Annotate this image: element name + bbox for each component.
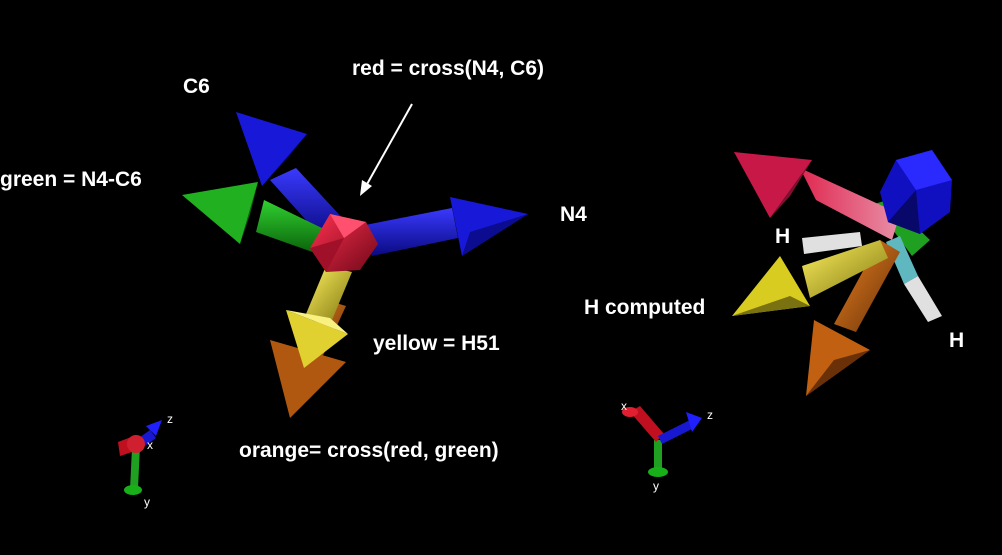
- h-bond-white: [802, 232, 862, 254]
- orange-definition-label: orange= cross(red, green): [239, 439, 499, 462]
- green-definition-label: green = N4-C6: [0, 168, 142, 191]
- right-axes-triad: [622, 406, 702, 477]
- h-bond-cyan: [886, 236, 942, 322]
- orange-vector-arrow-right: [806, 240, 900, 396]
- left-axis-y-label: y: [144, 495, 150, 509]
- right-axis-z-label: z: [707, 408, 713, 422]
- green-vector-arrow: [182, 182, 326, 254]
- yellow-vector-arrow-right: [732, 240, 888, 316]
- left-axes-triad: [118, 420, 162, 495]
- red-definition-label: red = cross(N4, C6): [352, 57, 544, 80]
- pointer-arrow: [360, 103, 413, 196]
- c6-label: C6: [183, 75, 210, 98]
- right-vector-group: [732, 150, 952, 396]
- yellow-vector-arrow: [286, 266, 352, 368]
- central-red-atom: [310, 214, 378, 272]
- h-right-label: H: [949, 329, 965, 352]
- blue-atom: [880, 150, 952, 234]
- right-axis-x-label: x: [621, 399, 627, 413]
- left-axis-x-label: x: [147, 438, 153, 452]
- h-top-label: H: [775, 225, 791, 248]
- left-vector-group: [182, 103, 528, 418]
- n4-label: N4: [560, 203, 587, 226]
- pink-vector-arrow: [734, 152, 900, 240]
- right-axis-y-label: y: [653, 479, 659, 493]
- h-computed-label: H computed: [584, 296, 706, 319]
- left-axis-z-label: z: [167, 412, 173, 426]
- yellow-definition-label: yellow = H51: [373, 332, 500, 355]
- n4-vector-arrow: [360, 197, 528, 256]
